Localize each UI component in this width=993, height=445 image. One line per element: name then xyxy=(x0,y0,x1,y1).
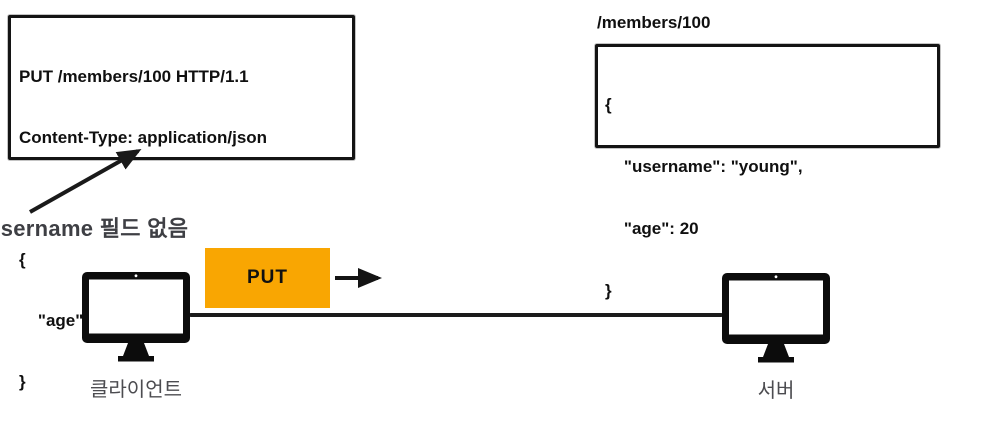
annotation-label: username 필드 없음 xyxy=(0,216,189,241)
request-line: { xyxy=(19,250,26,269)
server-label: 서버 xyxy=(757,380,795,402)
client-label: 클라이언트 xyxy=(90,379,182,401)
network-line xyxy=(189,313,723,317)
arrow-right-icon xyxy=(335,268,382,288)
method-label: PUT xyxy=(247,267,288,288)
client-monitor-icon xyxy=(82,272,190,362)
request-line: Content-Type: application/json xyxy=(19,128,268,147)
resource-line: } xyxy=(605,281,612,300)
http-request-box: PUT /members/100 HTTP/1.1 Content-Type: … xyxy=(8,15,355,391)
arrow-up-right-icon xyxy=(29,149,142,214)
server-monitor-icon xyxy=(722,273,830,363)
method-badge: PUT xyxy=(205,248,330,308)
stored-resource-box: { "username": "young", "age": 20 } xyxy=(595,44,940,300)
resource-line: "age": 20 xyxy=(605,219,699,238)
request-line: PUT /members/100 HTTP/1.1 xyxy=(19,67,249,86)
resource-line: { xyxy=(605,95,612,114)
resource-line: "username": "young", xyxy=(605,157,803,176)
resource-path-label: /members/100 xyxy=(597,13,711,32)
request-line: } xyxy=(19,372,26,391)
